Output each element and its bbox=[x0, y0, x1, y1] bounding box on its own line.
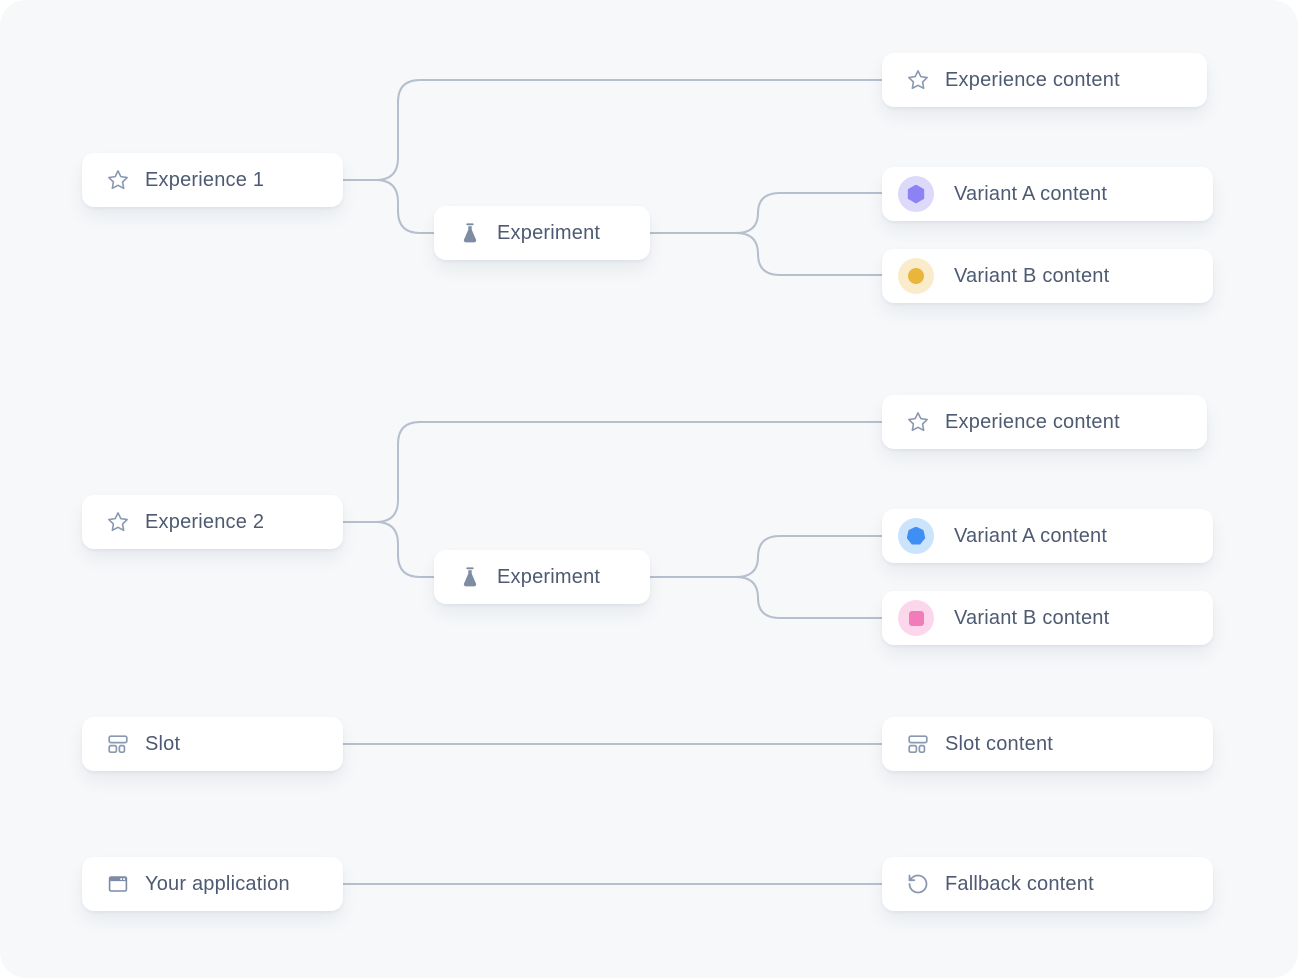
node-experience-2: Experience 2 bbox=[82, 495, 343, 549]
node-label: Variant A content bbox=[954, 524, 1108, 547]
connector-line bbox=[650, 232, 882, 276]
connector-line bbox=[650, 535, 882, 578]
flask-icon bbox=[458, 565, 482, 589]
node-label: Slot content bbox=[945, 732, 1054, 755]
rotate-ccw-icon bbox=[906, 872, 930, 896]
node-your-application: Your application bbox=[82, 857, 343, 911]
node-variant-a-content-1: Variant A content bbox=[882, 167, 1213, 221]
node-label: Slot bbox=[145, 732, 181, 755]
node-label: Experiment bbox=[497, 565, 601, 588]
square-shape bbox=[908, 610, 924, 626]
star-icon bbox=[906, 68, 930, 92]
node-label: Experience content bbox=[945, 410, 1120, 433]
heptagon-badge-icon bbox=[898, 518, 934, 554]
node-label: Experience content bbox=[945, 68, 1120, 91]
node-label: Experience 1 bbox=[145, 168, 265, 191]
circle-badge-icon bbox=[898, 258, 934, 294]
node-slot: Slot bbox=[82, 717, 343, 771]
node-label: Variant B content bbox=[954, 606, 1110, 629]
node-variant-a-content-2: Variant A content bbox=[882, 509, 1213, 563]
node-label: Variant A content bbox=[954, 182, 1108, 205]
connector-line bbox=[343, 79, 882, 181]
node-fallback-content: Fallback content bbox=[882, 857, 1213, 911]
browser-window-icon bbox=[106, 872, 130, 896]
heptagon-shape bbox=[906, 526, 926, 545]
node-variant-b-content-2: Variant B content bbox=[882, 591, 1213, 645]
node-label: Fallback content bbox=[945, 872, 1094, 895]
slot-layout-icon bbox=[106, 732, 130, 756]
node-experience-content-2: Experience content bbox=[882, 395, 1207, 449]
connector-line bbox=[650, 192, 882, 234]
node-experience-content-1: Experience content bbox=[882, 53, 1207, 107]
node-slot-content: Slot content bbox=[882, 717, 1213, 771]
star-icon bbox=[106, 510, 130, 534]
node-label: Variant B content bbox=[954, 264, 1110, 287]
node-label: Experience 2 bbox=[145, 510, 265, 533]
connector-line bbox=[343, 421, 882, 523]
connector-line bbox=[343, 521, 434, 578]
star-icon bbox=[906, 410, 930, 434]
connector-line bbox=[650, 576, 882, 619]
slot-layout-icon bbox=[906, 732, 930, 756]
hexagon-shape bbox=[907, 184, 925, 204]
node-experiment-2: Experiment bbox=[434, 550, 650, 604]
star-icon bbox=[106, 168, 130, 192]
node-experience-1: Experience 1 bbox=[82, 153, 343, 207]
circle-shape bbox=[908, 268, 924, 284]
node-variant-b-content-1: Variant B content bbox=[882, 249, 1213, 303]
node-label: Your application bbox=[145, 872, 290, 895]
connector-line bbox=[343, 179, 434, 234]
square-badge-icon bbox=[898, 600, 934, 636]
flask-icon bbox=[458, 221, 482, 245]
node-experiment-1: Experiment bbox=[434, 206, 650, 260]
hexagon-badge-icon bbox=[898, 176, 934, 212]
node-label: Experiment bbox=[497, 221, 601, 244]
